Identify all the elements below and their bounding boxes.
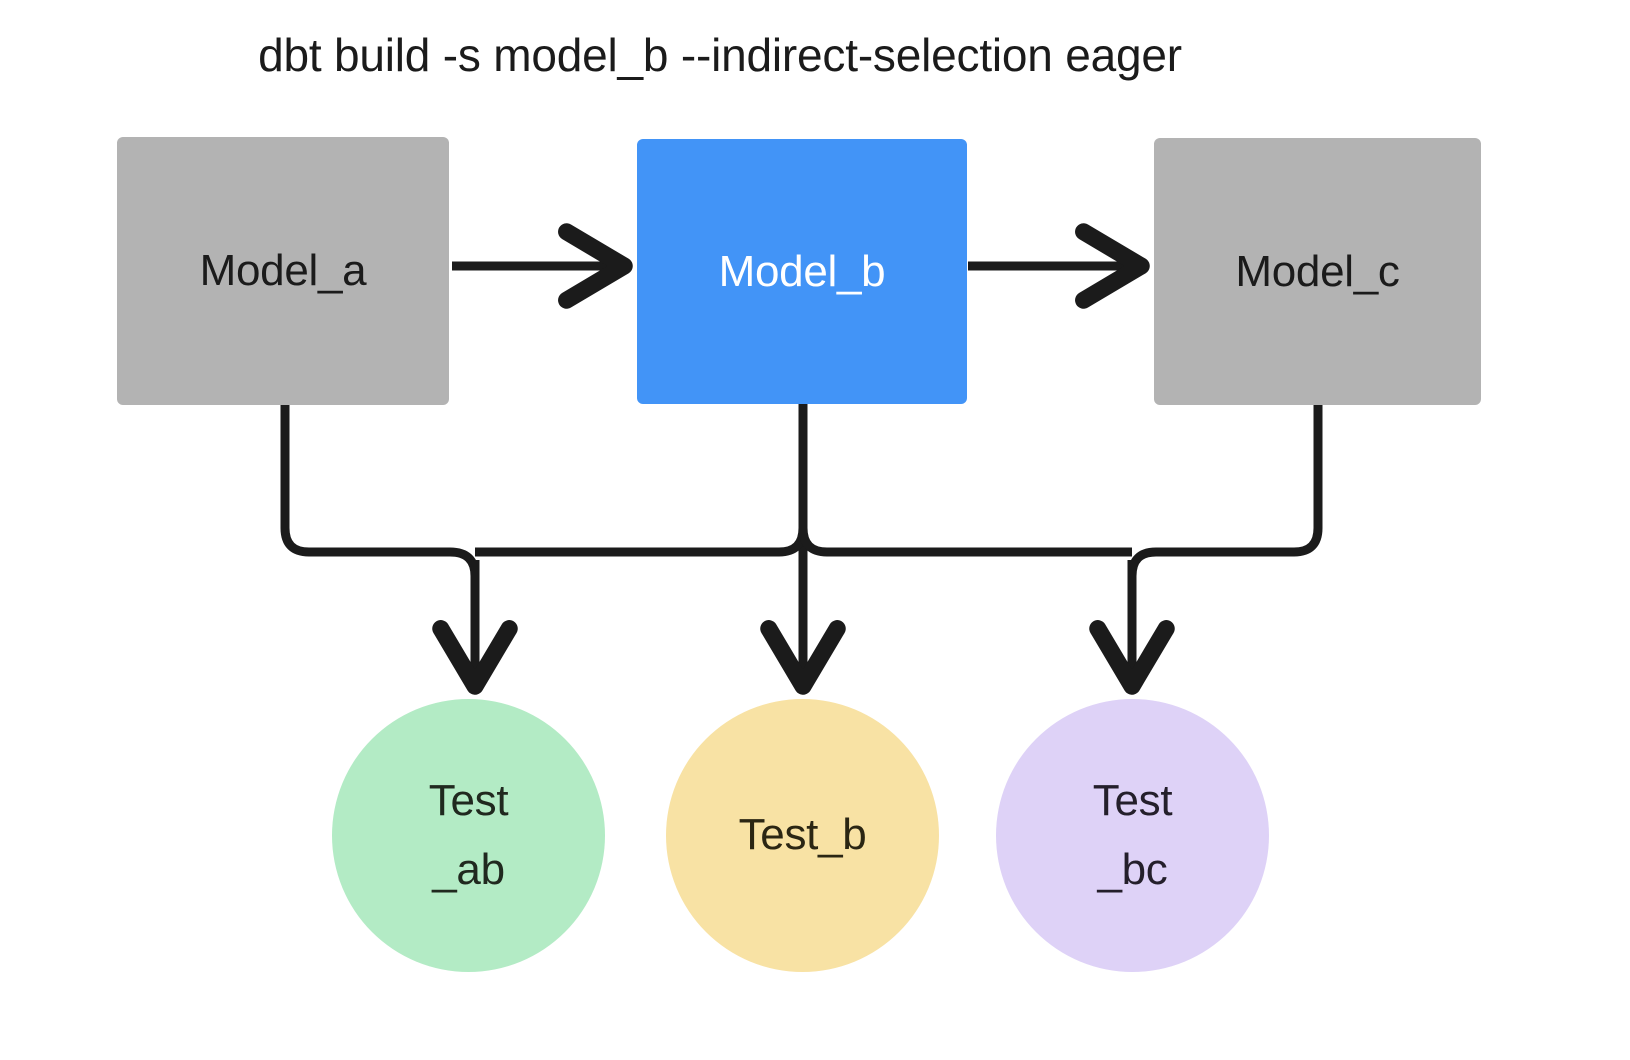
node-model-a[interactable]: Model_a [117, 137, 449, 405]
edge-model-b-to-test-ab [475, 527, 808, 557]
node-test-b[interactable]: Test_b [666, 699, 939, 972]
node-test-ab[interactable]: Test _ab [332, 699, 605, 972]
diagram-title: dbt build -s model_b --indirect-selectio… [258, 29, 1182, 81]
node-model-b[interactable]: Model_b [637, 139, 967, 404]
node-model-a-label: Model_a [199, 246, 367, 295]
node-model-c-label: Model_c [1235, 246, 1400, 296]
node-test-bc[interactable]: Test _bc [996, 699, 1269, 972]
edge-model-c-to-test-bc [1127, 404, 1323, 577]
node-model-b-label: Model_b [718, 246, 886, 296]
node-test-ab-label: Test _ab [428, 776, 509, 894]
edge-model-a-to-test-ab [280, 404, 480, 577]
edge-model-b-to-test-bc [798, 527, 1132, 557]
node-test-b-label: Test_b [738, 810, 867, 860]
node-model-c[interactable]: Model_c [1154, 138, 1481, 405]
node-test-bc-label: Test _bc [1092, 776, 1173, 894]
